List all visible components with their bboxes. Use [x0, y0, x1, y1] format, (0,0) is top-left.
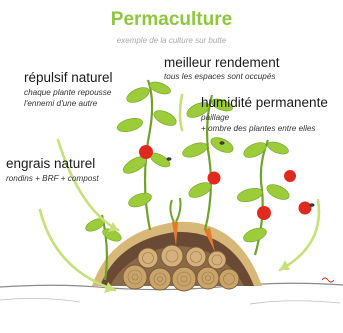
label-humidite-line2: + ombre des plantes entre elles — [201, 124, 315, 134]
label-rendement-line1: tous les espaces sont occupés — [164, 72, 276, 82]
ground — [0, 283, 343, 304]
tomatoes — [139, 145, 312, 220]
label-repulsif-heading: répulsif naturel — [24, 70, 113, 85]
logs — [123, 245, 239, 291]
label-repulsif-line2: l'ennemi d'une autre — [24, 99, 97, 109]
label-rendement-heading: meilleur rendement — [164, 55, 280, 70]
label-engrais-heading: engrais naturel — [6, 156, 95, 171]
worm — [322, 278, 334, 282]
label-humidite-line1: paillage — [201, 113, 229, 123]
arrow-rendement — [180, 95, 182, 130]
label-humidite-heading: humidité permanente — [201, 95, 328, 110]
label-engrais-line1: rondins + BRF + compost — [6, 174, 99, 184]
page-title: Permaculture — [0, 9, 343, 31]
page-subtitle: exemple de la culture sur butte — [0, 36, 343, 45]
label-repulsif-line1: chaque plante repousse — [24, 88, 111, 98]
arrow-repulsif — [58, 140, 118, 230]
